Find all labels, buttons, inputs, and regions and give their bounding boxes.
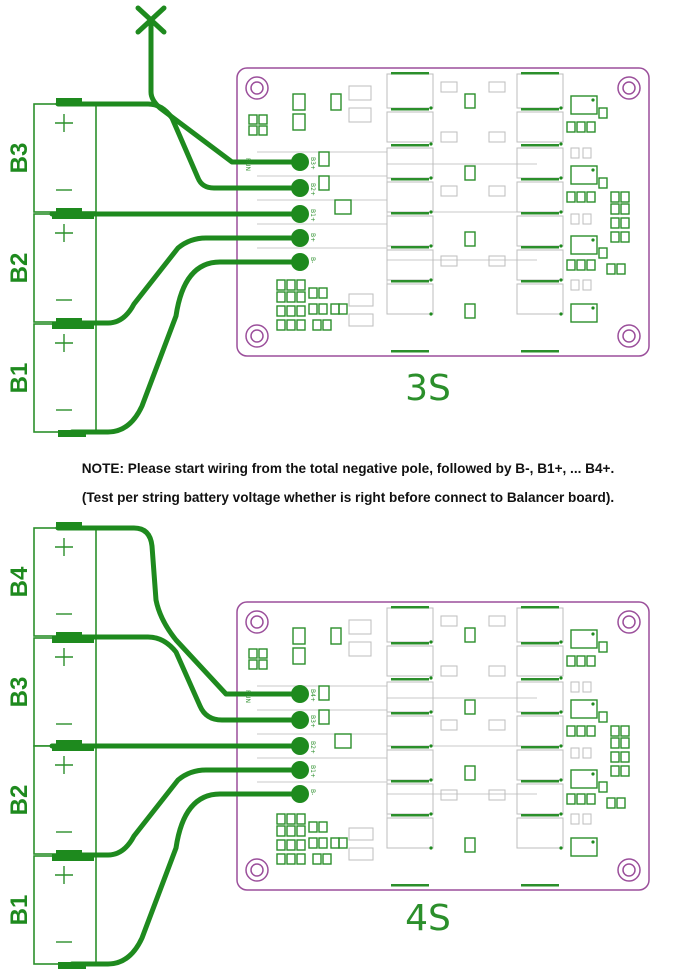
pin-label-3s-3: B+ xyxy=(309,233,316,242)
battery-label-3s-b3: B3 xyxy=(6,143,33,174)
battery-cells-3s xyxy=(33,97,97,437)
labels-4s: 4S RUN B4+ B3+ B2+ B1+ B- B4 B3 B2 B1 xyxy=(6,566,451,939)
pin-label-4s-1: B3+ xyxy=(309,715,316,728)
battery-label-4s-b2: B2 xyxy=(6,785,33,816)
battery-label-3s-b2: B2 xyxy=(6,253,33,284)
title-4s: 4S xyxy=(405,898,451,939)
wiring-note-line-1: NOTE: Please start wiring from the total… xyxy=(81,461,615,476)
pin-label-3s-1: B2+ xyxy=(309,183,316,196)
pin-label-3s-0: B3+ xyxy=(309,157,316,170)
diagram-3s xyxy=(33,5,650,437)
run-label-3s: RUN xyxy=(244,158,251,171)
diagram-4s xyxy=(33,521,650,969)
labels-3s: 3S X RUN B3+ B2+ B1+ B+ B- B3 B2 B1 xyxy=(6,143,451,409)
pin-label-3s-4: B- xyxy=(309,257,316,263)
board-pins-3s xyxy=(291,153,309,271)
pin-label-4s-3: B1+ xyxy=(309,765,316,778)
wiring-4s xyxy=(49,525,303,967)
battery-label-4s-b3: B3 xyxy=(6,677,33,708)
pin-label-4s-0: B4+ xyxy=(309,689,316,702)
wiring-3s xyxy=(49,5,303,435)
battery-label-3s-b1: B1 xyxy=(6,363,33,394)
board-pins-4s xyxy=(291,685,309,803)
pin-label-3s-2: B1+ xyxy=(309,209,316,222)
battery-label-4s-b1: B1 xyxy=(6,895,33,926)
battery-label-4s-b4: B4 xyxy=(6,566,33,597)
run-label-4s: RUN xyxy=(244,690,251,703)
wiring-note-line-2: (Test per string battery voltage whether… xyxy=(81,490,615,505)
pin-label-4s-2: B2+ xyxy=(309,741,316,754)
title-3s: 3S xyxy=(405,368,451,409)
pin-label-4s-4: B- xyxy=(309,789,316,795)
